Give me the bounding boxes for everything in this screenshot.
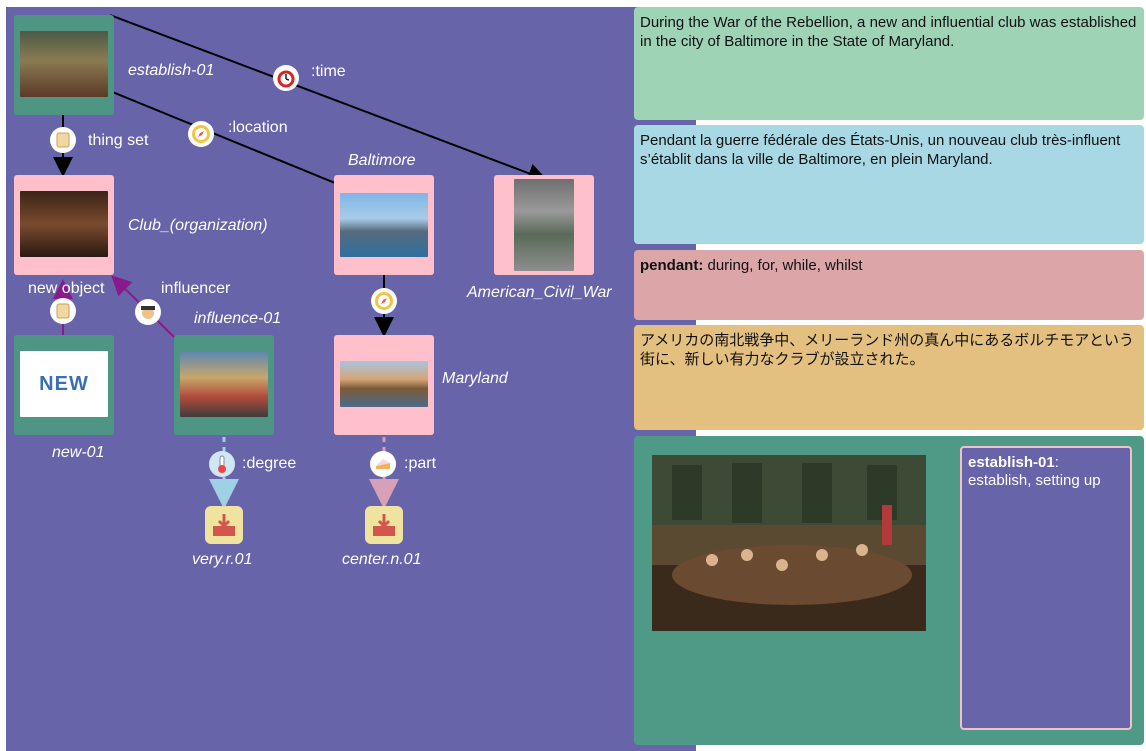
new-logo-text: NEW	[39, 372, 89, 395]
amr-graph-canvas: :time :location thing set new object inf…	[6, 7, 696, 751]
node-label-civil-war: American_Civil_War	[467, 284, 612, 301]
japanese-sentence-card: アメリカの南北戦争中、メリーランド州の真ん中にあるボルチモアという街に、新しい有…	[634, 325, 1144, 430]
signing-painting-image	[652, 455, 926, 631]
node-maryland[interactable]	[334, 335, 434, 435]
concept-term: establish-01	[968, 454, 1055, 471]
harbor-thumbnail	[340, 193, 428, 257]
japanese-sentence: アメリカの南北戦争中、メリーランド州の真ん中にあるボルチモアという街に、新しい有…	[640, 331, 1134, 368]
node-influence[interactable]	[174, 335, 274, 435]
new-logo: NEW	[20, 351, 108, 417]
edge-label-influencer: influencer	[161, 280, 231, 297]
gloss-definition: during, for, while, whilst	[703, 257, 863, 274]
compass-icon	[188, 121, 214, 147]
club-room-thumbnail	[20, 191, 108, 257]
edge-label-thing-set: thing set	[88, 132, 149, 149]
node-label-very: very.r.01	[192, 551, 253, 568]
thermometer-icon	[209, 451, 235, 477]
cake-slice-icon	[370, 451, 396, 477]
french-sentence-card: Pendant la guerre fédérale des États-Uni…	[634, 125, 1144, 244]
compass-icon	[371, 288, 397, 314]
word-gloss-card: pendant: during, for, while, whilst	[634, 250, 1144, 320]
node-club[interactable]	[14, 175, 114, 275]
edge-label-location: :location	[228, 119, 288, 136]
node-label-establish: establish-01	[128, 62, 215, 79]
french-sentence: Pendant la guerre fédérale des États-Uni…	[640, 132, 1121, 168]
scroll-icon	[50, 127, 76, 153]
node-center[interactable]	[365, 506, 403, 544]
node-label-center: center.n.01	[342, 551, 422, 568]
painting-thumbnail	[20, 31, 108, 97]
concept-definition-box: establish-01: establish, setting up	[960, 446, 1132, 730]
edge-time	[109, 14, 548, 183]
painting-illustration	[652, 455, 926, 631]
landscape-thumbnail	[340, 361, 428, 407]
edge-label-degree: :degree	[242, 455, 297, 472]
node-establish[interactable]	[14, 15, 114, 115]
english-sentence-card: During the War of the Rebellion, a new a…	[634, 7, 1144, 120]
crowd-thumbnail	[180, 351, 268, 417]
detective-icon	[135, 299, 161, 325]
alarm-clock-icon	[273, 65, 299, 91]
scroll-icon	[50, 298, 76, 324]
edge-label-new-object: new object	[28, 280, 105, 297]
node-baltimore[interactable]	[334, 175, 434, 275]
node-label-influence: influence-01	[194, 310, 282, 327]
english-sentence: During the War of the Rebellion, a new a…	[640, 14, 1137, 50]
gloss-term: pendant:	[640, 257, 704, 274]
civil-war-collage-thumbnail	[514, 179, 574, 271]
inbox-tray-icon	[213, 514, 235, 536]
concept-detail-card: establish-01: establish, setting up	[634, 436, 1144, 745]
node-very[interactable]	[205, 506, 243, 544]
node-label-new: new-01	[52, 444, 105, 461]
inbox-tray-icon	[373, 514, 395, 536]
node-label-baltimore: Baltimore	[348, 152, 416, 169]
concept-definition: establish, setting up	[968, 472, 1101, 489]
node-new[interactable]: NEW	[14, 335, 114, 435]
edge-label-time: :time	[311, 63, 346, 80]
edge-label-part: :part	[404, 455, 437, 472]
node-civil-war[interactable]	[494, 175, 594, 275]
node-label-club: Club_(organization)	[128, 217, 268, 234]
node-label-maryland: Maryland	[442, 370, 508, 387]
